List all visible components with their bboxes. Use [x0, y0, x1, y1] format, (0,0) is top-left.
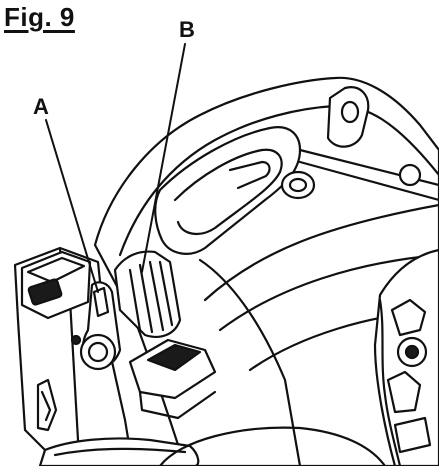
base-front: [38, 437, 200, 466]
motor-gear: [396, 336, 428, 368]
housing-seam-4: [198, 258, 302, 466]
carry-handle-slot: [228, 160, 271, 190]
carry-handle-grip: [173, 148, 283, 236]
foot-plate-edge: [138, 390, 217, 420]
guard-fin-1: [128, 268, 142, 332]
guide-rod-collar: [398, 163, 422, 187]
figure-title: Fig. 9: [4, 2, 75, 32]
callout-label-a: A: [33, 94, 49, 119]
top-bracket-hole: [340, 100, 360, 124]
base-cylinder: [158, 426, 387, 466]
column-bolt: [70, 334, 82, 346]
base-front-line: [53, 447, 187, 457]
leader-line-b: [141, 43, 186, 273]
foot-plate-top: [146, 343, 202, 372]
switch-button: [27, 278, 63, 306]
guard-fin-2: [138, 263, 154, 334]
handle-pivot-knob-inner: [288, 177, 308, 193]
guide-rod-lower: [298, 160, 439, 202]
lower-clip-inner: [40, 390, 52, 422]
guard-fin-3: [148, 260, 165, 332]
motor-detail-2: [386, 370, 422, 414]
release-lever-tab: [92, 286, 110, 318]
housing-seam-2: [218, 253, 439, 332]
motor-detail-1: [390, 298, 427, 337]
release-lever-knob-inner: [87, 341, 109, 363]
release-lever-knob: [79, 333, 117, 371]
leader-line-a: [45, 119, 99, 293]
callout-label-b: B: [179, 17, 195, 42]
upper-housing-inner: [118, 104, 439, 257]
motor-detail-3: [393, 416, 432, 454]
top-bracket: [326, 86, 370, 148]
motor-cable: [378, 298, 402, 466]
motor-gear-hub: [404, 344, 420, 360]
switch-box-top: [26, 256, 86, 284]
handle-pivot-knob: [280, 170, 316, 200]
carry-handle: [154, 126, 302, 255]
guard-fin-4: [158, 260, 174, 327]
blade-guard-lock: [113, 250, 182, 338]
